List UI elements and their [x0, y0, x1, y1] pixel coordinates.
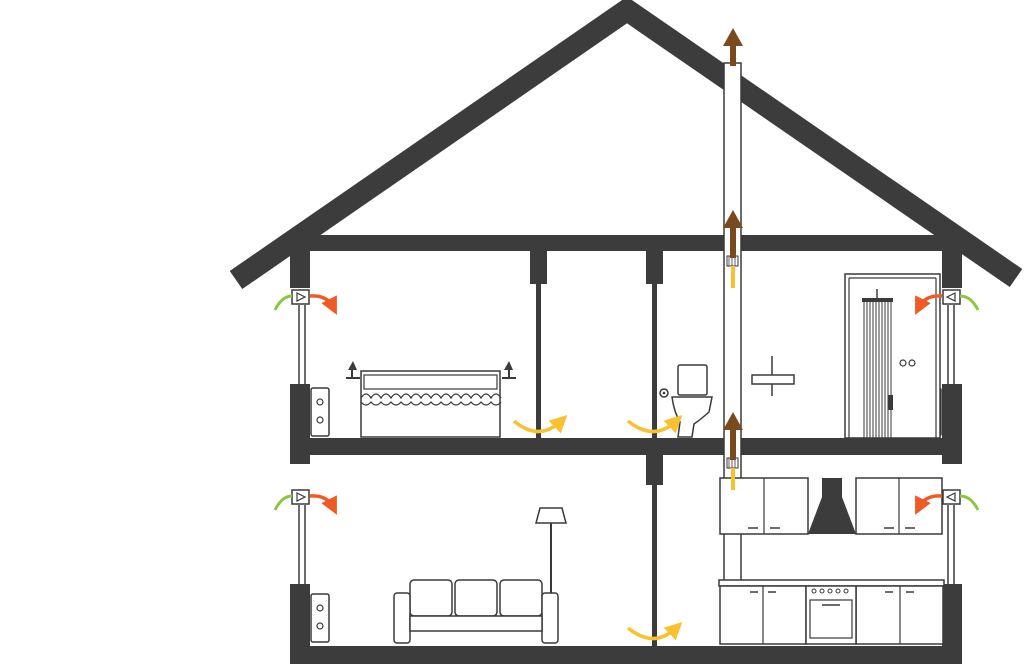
extract-air-arrow [731, 266, 735, 490]
supply-air-arrow [309, 294, 943, 515]
exhaust-duct [723, 62, 742, 639]
wall-valve [291, 489, 310, 505]
sofa [393, 579, 559, 644]
attic-floor [290, 235, 962, 251]
range-hood [808, 478, 856, 534]
middle-floor [290, 438, 962, 455]
oven [805, 585, 857, 645]
fresh-air-arrow [273, 294, 980, 511]
wall-valve [942, 489, 961, 505]
upper-partition-walls [530, 250, 663, 440]
radiator [310, 387, 330, 437]
lower-partition-wall [646, 455, 663, 647]
lower-kitchen-cabinets [718, 579, 945, 645]
roof [229, 0, 1023, 290]
left-exterior-wall [290, 250, 310, 664]
floor-lamp [535, 507, 567, 593]
radiator [310, 593, 330, 643]
toilet [671, 364, 713, 438]
right-exterior-wall [942, 250, 962, 664]
transfer-air-arrow [512, 414, 683, 641]
sink [751, 356, 795, 396]
wall-lamp [502, 361, 516, 379]
bed [360, 370, 502, 438]
wall-valve [291, 289, 310, 305]
exhaust-air-arrow [723, 28, 743, 460]
wall-lamp [346, 361, 360, 379]
ground-floor [290, 646, 962, 664]
door-knob [659, 388, 669, 398]
wall-valve [942, 289, 961, 305]
